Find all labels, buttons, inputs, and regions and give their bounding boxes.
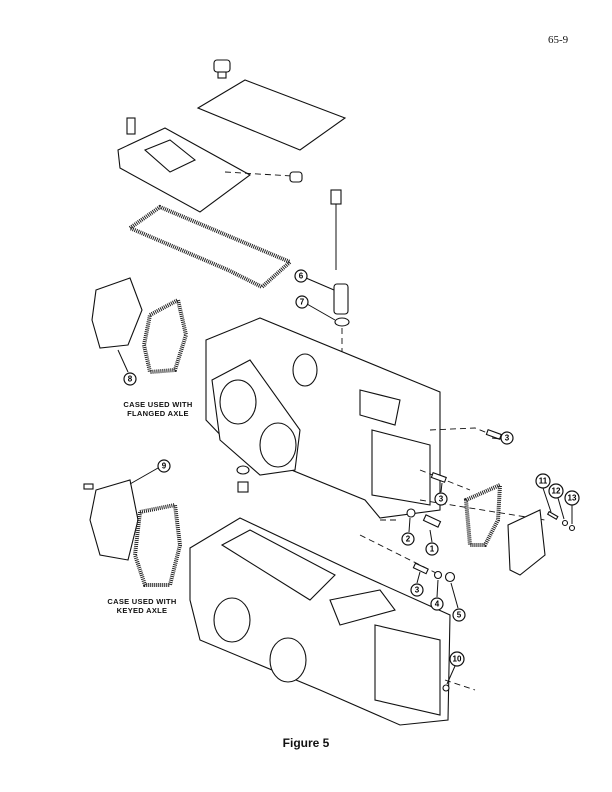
stud <box>546 510 559 520</box>
figure-caption: Figure 5 <box>282 736 330 750</box>
callout-11: 11 <box>535 473 551 489</box>
note-flanged-axle: CASE USED WITH FLANGED AXLE <box>108 400 208 418</box>
bolt <box>83 483 94 490</box>
callout-4: 4 <box>430 597 444 611</box>
stud <box>430 472 447 483</box>
cover-gasket-keyed <box>132 502 183 587</box>
nut <box>444 571 456 583</box>
callout-2: 2 <box>401 532 415 546</box>
nut <box>568 524 576 532</box>
stud <box>485 429 502 440</box>
nut <box>406 508 416 518</box>
washer <box>236 465 250 475</box>
svg-text:12: 12 <box>552 487 561 496</box>
dipstick <box>330 189 342 270</box>
svg-text:3: 3 <box>415 586 420 595</box>
note-line: KEYED AXLE <box>116 606 168 615</box>
svg-text:6: 6 <box>299 272 304 281</box>
lift-housing <box>117 117 252 213</box>
svg-text:7: 7 <box>300 298 305 307</box>
callout-3c: 3 <box>410 583 424 597</box>
svg-text:5: 5 <box>457 611 462 620</box>
callout-3b: 3 <box>434 492 448 506</box>
transmission-case-flanged <box>205 317 441 519</box>
filler-tube <box>333 283 349 315</box>
note-keyed-axle: CASE USED WITH KEYED AXLE <box>92 597 192 615</box>
side-gasket <box>463 481 503 547</box>
callout-1: 1 <box>425 542 439 556</box>
nut <box>237 481 249 493</box>
callout-12: 12 <box>548 483 564 499</box>
callout-6: 6 <box>294 269 308 283</box>
seal-washer <box>334 317 350 327</box>
note-line: CASE USED WITH <box>123 400 193 409</box>
page-number: 65-9 <box>548 34 569 46</box>
svg-text:13: 13 <box>568 494 577 503</box>
callout-3a: 3 <box>500 431 514 445</box>
fitting <box>289 171 303 183</box>
bolt <box>422 514 442 528</box>
svg-text:1: 1 <box>430 545 435 554</box>
transmission-case-keyed <box>189 517 451 726</box>
callout-10: 10 <box>449 651 465 667</box>
housing-gasket <box>125 204 294 290</box>
svg-text:9: 9 <box>162 462 167 471</box>
callout-13: 13 <box>564 490 580 506</box>
svg-text:3: 3 <box>439 495 444 504</box>
stud <box>412 562 429 575</box>
nut <box>561 519 569 527</box>
svg-text:11: 11 <box>539 477 548 486</box>
side-cover <box>507 509 546 576</box>
cover-plate-keyed <box>89 479 139 561</box>
svg-text:10: 10 <box>453 655 462 664</box>
callout-9: 9 <box>157 459 171 473</box>
plug <box>442 684 450 692</box>
svg-text:4: 4 <box>435 600 440 609</box>
callout-7: 7 <box>295 295 309 309</box>
note-line: CASE USED WITH <box>107 597 177 606</box>
nut <box>433 570 443 580</box>
breather-cap <box>213 59 231 79</box>
cover-plate-flanged <box>91 277 143 349</box>
cover-gasket-flanged <box>141 296 189 375</box>
svg-text:3: 3 <box>505 434 510 443</box>
leader-lines <box>117 277 573 685</box>
note-line: FLANGED AXLE <box>127 409 189 418</box>
svg-text:8: 8 <box>128 375 133 384</box>
callout-8: 8 <box>123 372 137 386</box>
top-cover-plate <box>196 79 347 151</box>
svg-text:2: 2 <box>406 535 411 544</box>
callout-5: 5 <box>452 608 466 622</box>
